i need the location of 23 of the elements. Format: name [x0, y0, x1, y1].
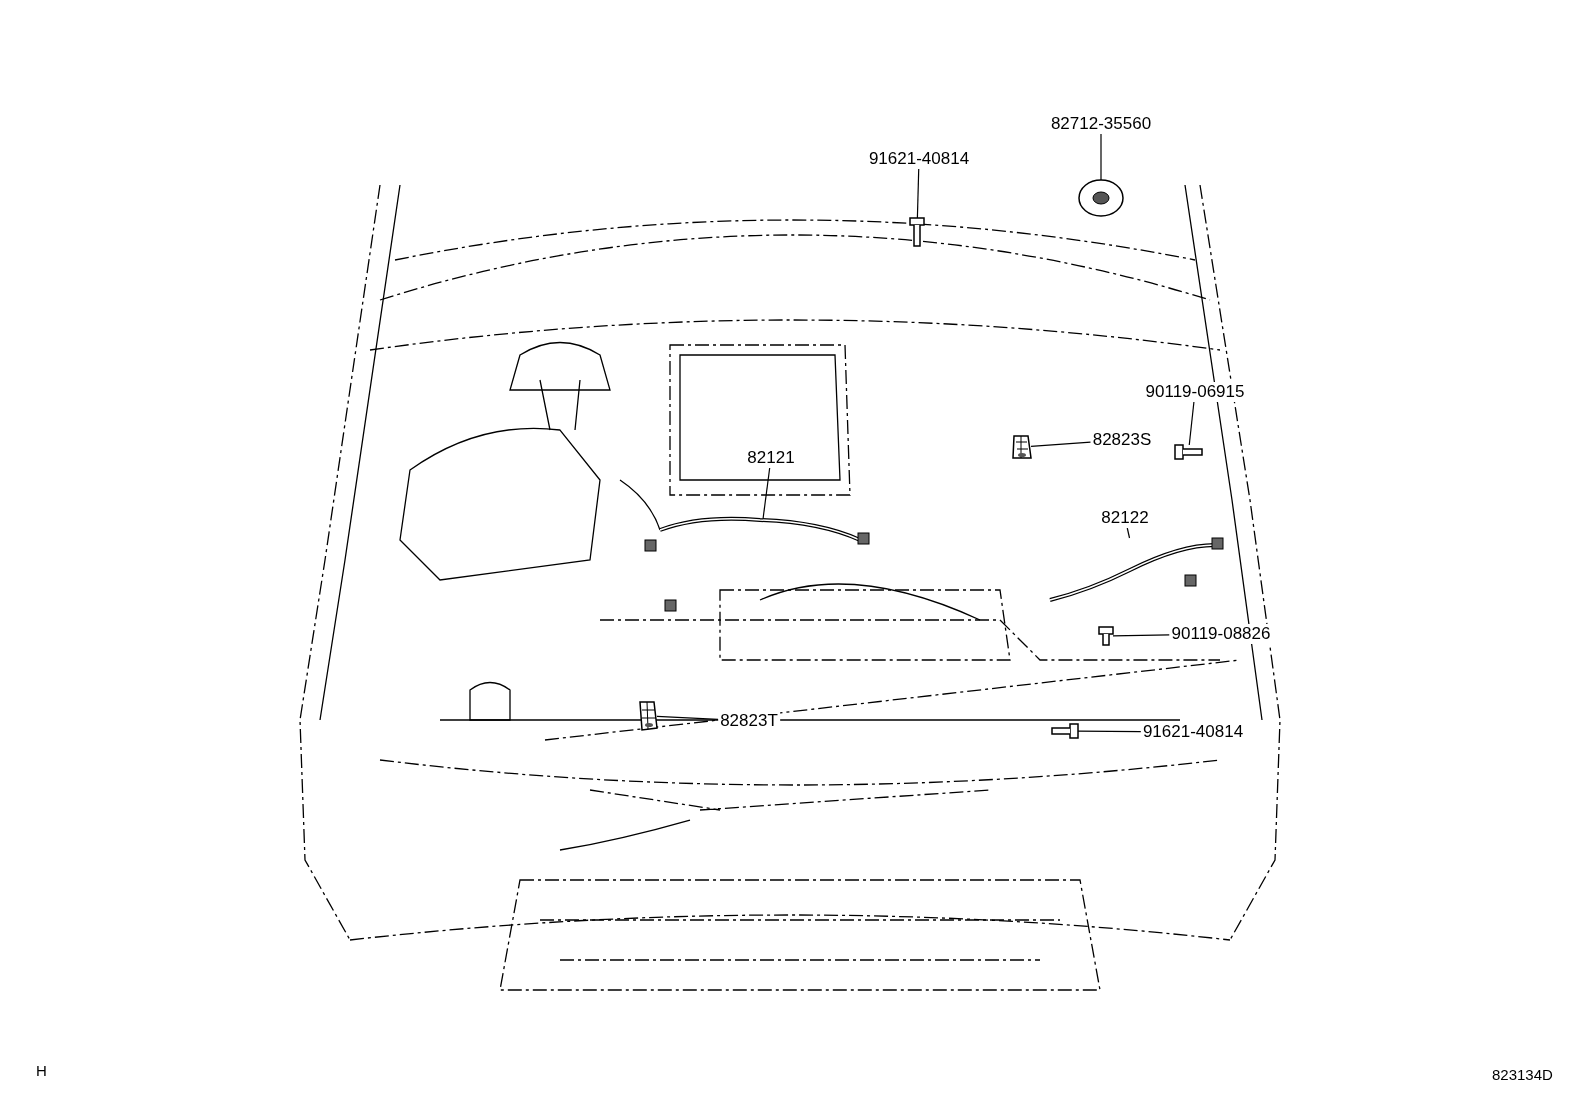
bolt-drawing: [1098, 626, 1114, 646]
leader-line: [916, 168, 920, 219]
clip-drawing: [1012, 435, 1032, 459]
wire-harness-drawing: [1049, 537, 1224, 602]
part-number: 82122: [1099, 508, 1151, 528]
leader-line: [1188, 401, 1195, 446]
leader-line: [1030, 441, 1092, 447]
bolt-drawing: [1174, 444, 1203, 460]
part-number: 90119-06915: [1143, 382, 1247, 402]
part-number: 90119-08826: [1169, 624, 1273, 644]
bolt-drawing: [1051, 723, 1079, 739]
bolt-drawing: [909, 217, 925, 247]
leader-line: [1077, 730, 1142, 733]
section-mark: H: [36, 1062, 47, 1079]
leader-line: [1126, 527, 1131, 539]
wire-harness-drawing: [644, 516, 870, 612]
leader-line: [1100, 133, 1102, 181]
figure-number: 823134D: [1492, 1066, 1553, 1083]
leader-line: [762, 467, 771, 520]
leader-line: [1112, 634, 1171, 637]
grommet-drawing: [1078, 179, 1124, 217]
leader-line: [656, 715, 719, 721]
clip-drawing: [639, 701, 658, 731]
